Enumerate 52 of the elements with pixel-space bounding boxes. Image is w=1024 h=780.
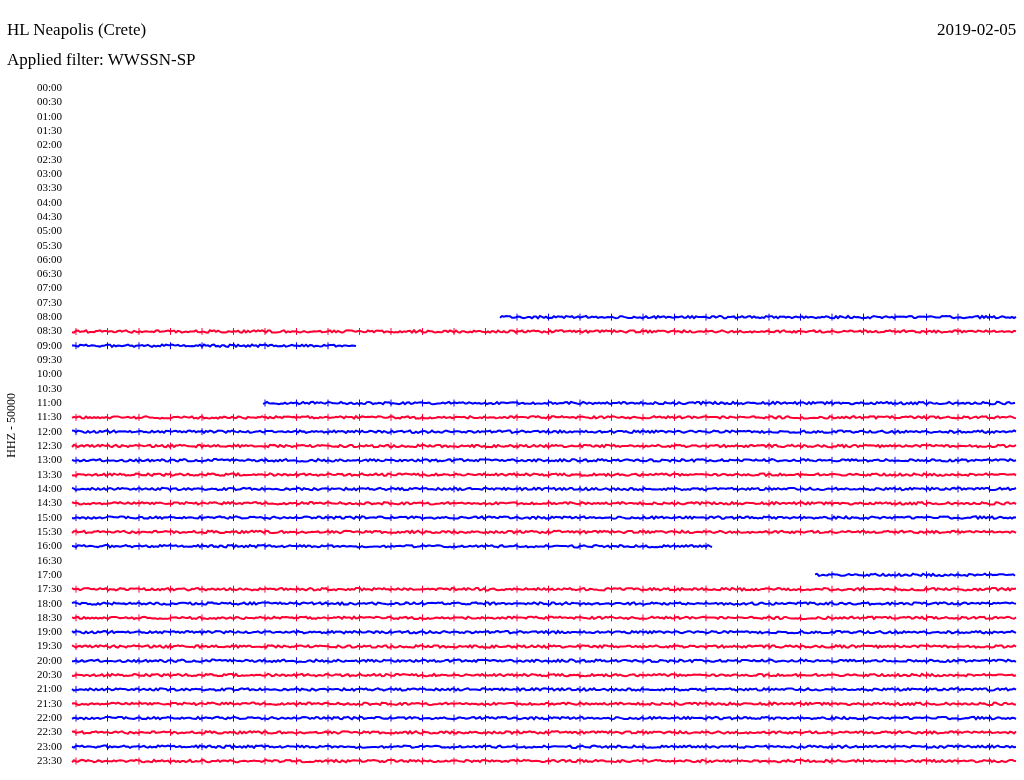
time-label: 07:00 [37,282,63,294]
time-label: 14:30 [37,497,63,509]
time-label: 20:30 [37,669,63,681]
time-label: 13:30 [37,468,63,480]
time-label: 00:30 [37,96,63,108]
time-label: 15:00 [37,511,63,523]
time-label: 23:00 [37,740,63,752]
time-label: 03:00 [37,167,63,179]
time-label: 10:00 [37,368,63,380]
time-label: 05:00 [37,225,63,237]
date-label: 2019-02-05 [937,20,1017,40]
time-label: 22:00 [37,712,63,724]
time-label: 15:30 [37,525,63,537]
time-label: 13:00 [37,454,63,466]
time-label: 01:00 [37,110,63,122]
time-label: 12:30 [37,440,63,451]
time-label: 04:00 [37,196,63,208]
time-label: 20:00 [37,654,63,666]
time-label: 07:30 [37,296,63,308]
time-label: 10:30 [37,382,63,394]
time-label: 17:30 [37,583,63,595]
time-label: 09:00 [37,339,63,351]
time-label: 09:30 [37,354,63,366]
time-label: 19:30 [37,640,63,652]
time-label: 02:30 [37,153,63,165]
time-label: 04:30 [37,210,63,222]
time-label: 21:30 [37,697,63,709]
filter-label: Applied filter: WWSSN-SP [7,50,196,70]
time-label: 08:00 [37,311,63,323]
time-label: 12:00 [37,425,63,437]
time-label: 21:00 [37,683,63,695]
time-label: 18:00 [37,597,63,609]
time-label: 08:30 [37,325,63,337]
time-label: 17:00 [37,568,63,580]
time-label: 16:30 [37,554,63,566]
channel-label: HHZ - 50000 [4,392,19,458]
station-title: HL Neapolis (Crete) [7,20,147,40]
time-label: 11:00 [37,397,62,409]
time-label: 06:00 [37,253,63,265]
time-label: 22:30 [37,726,63,738]
time-label: 03:30 [37,182,63,194]
time-label: 11:30 [37,411,62,423]
time-label: 00:00 [37,82,63,93]
time-label: 14:00 [37,482,63,494]
time-label: 06:30 [37,268,63,280]
time-label: 19:00 [37,626,63,638]
time-label: 05:30 [37,239,63,251]
time-label: 23:30 [37,755,63,767]
time-label: 16:00 [37,540,63,552]
time-label: 18:30 [37,611,63,623]
time-label: 02:00 [37,139,63,151]
time-label: 01:30 [37,124,63,136]
